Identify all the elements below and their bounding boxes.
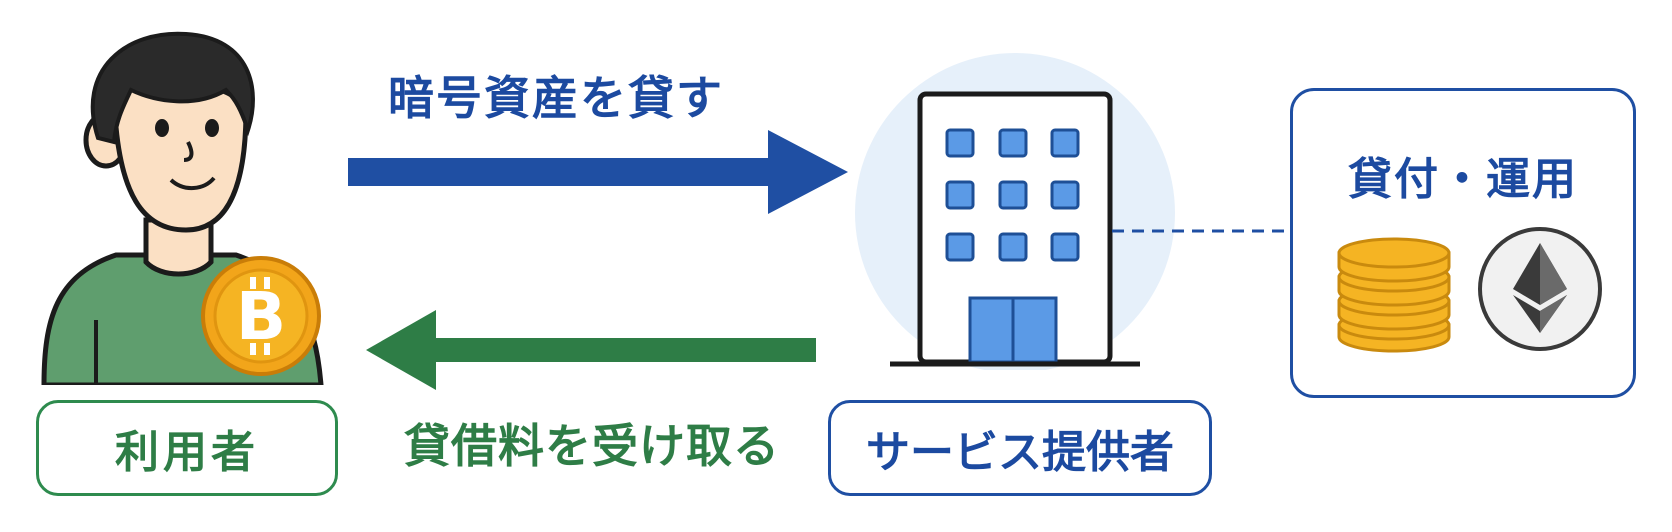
ethereum-icon [1478, 227, 1602, 351]
lend-label: 暗号資産を貸す [388, 71, 724, 125]
svg-text:B: B [236, 278, 286, 355]
provider-label: サービス提供者 [828, 400, 1212, 496]
lend-arrow [348, 130, 848, 214]
bitcoin-coin-icon: B [201, 256, 321, 376]
coin-stack-icon [1337, 237, 1451, 353]
fee-arrow [366, 310, 816, 390]
fee-label: 貸借料を受け取る [404, 419, 780, 473]
user-label: 利用者 [36, 400, 338, 496]
building-icon [855, 53, 1175, 370]
operations-title: 貸付・運用 [1348, 154, 1578, 205]
dashed-connector [1112, 229, 1292, 233]
operations-panel: 貸付・運用 [1290, 88, 1636, 398]
